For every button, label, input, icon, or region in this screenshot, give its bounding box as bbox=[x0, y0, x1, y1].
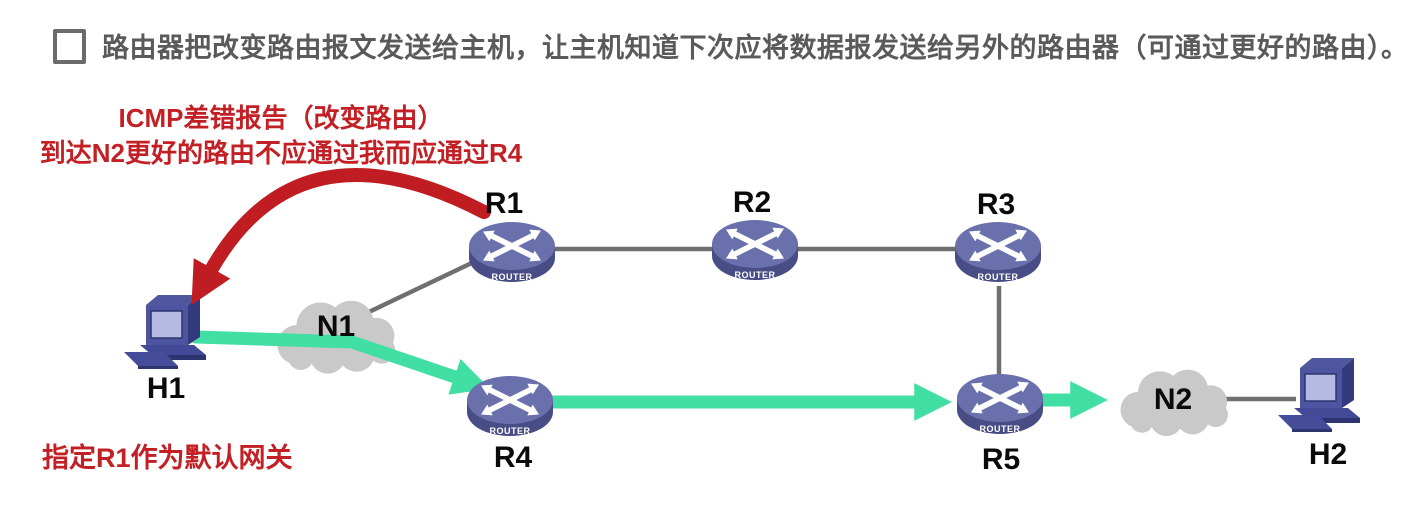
bullet-text: 路由器把改变路由报文发送给主机，让主机知道下次应将数据报发送给另外的路由器（可通… bbox=[102, 33, 1409, 63]
label-r5: R5 bbox=[981, 443, 1021, 476]
label-r4: R4 bbox=[493, 441, 533, 474]
router-r5: ROUTER bbox=[954, 371, 1046, 437]
label-h1: H1 bbox=[146, 372, 186, 405]
router-r2: ROUTER bbox=[709, 217, 801, 283]
router-icon-caption: ROUTER bbox=[977, 272, 1019, 282]
green-path-h1-to-r4 bbox=[189, 330, 491, 395]
cloud-icon bbox=[1120, 369, 1228, 437]
link-n1-r1 bbox=[351, 257, 479, 323]
label-n1: N1 bbox=[316, 310, 356, 343]
icmp-redirect-annotation-line1: ICMP差错报告（改变路由） bbox=[118, 103, 444, 133]
router-icon-caption: ROUTER bbox=[734, 270, 776, 280]
router-icon-caption: ROUTER bbox=[491, 272, 533, 282]
computer-icon bbox=[1278, 358, 1360, 432]
host-h2 bbox=[1272, 352, 1377, 432]
label-h2: H2 bbox=[1308, 438, 1348, 471]
icmp-redirect-arrow bbox=[191, 168, 491, 305]
bullet-row: 路由器把改变路由报文发送给主机，让主机知道下次应将数据报发送给另外的路由器（可通… bbox=[53, 26, 1409, 65]
router-icon-caption: ROUTER bbox=[489, 426, 531, 436]
icmp-redirect-annotation-line2: 到达N2更好的路由不应通过我而应通过R4 bbox=[39, 138, 523, 168]
network-cloud-n2 bbox=[1103, 359, 1243, 446]
router-icon-caption: ROUTER bbox=[979, 424, 1021, 434]
label-n2: N2 bbox=[1153, 383, 1193, 416]
router-icon bbox=[712, 220, 798, 280]
router-r1: ROUTER bbox=[466, 219, 558, 285]
default-gateway-annotation: 指定R1作为默认网关 bbox=[42, 443, 293, 473]
router-r3: ROUTER bbox=[952, 219, 1044, 285]
router-icon bbox=[957, 374, 1043, 434]
computer-icon bbox=[124, 295, 206, 369]
router-icon bbox=[955, 222, 1041, 282]
label-r1: R1 bbox=[484, 187, 524, 220]
host-h1 bbox=[118, 289, 223, 369]
label-r3: R3 bbox=[976, 188, 1016, 221]
label-r2: R2 bbox=[732, 186, 772, 219]
icmp-redirect-annotation: ICMP差错报告（改变路由） 到达N2更好的路由不应通过我而应通过R4 bbox=[30, 101, 532, 171]
router-icon bbox=[469, 222, 555, 282]
bullet-checkbox-icon bbox=[53, 29, 86, 64]
